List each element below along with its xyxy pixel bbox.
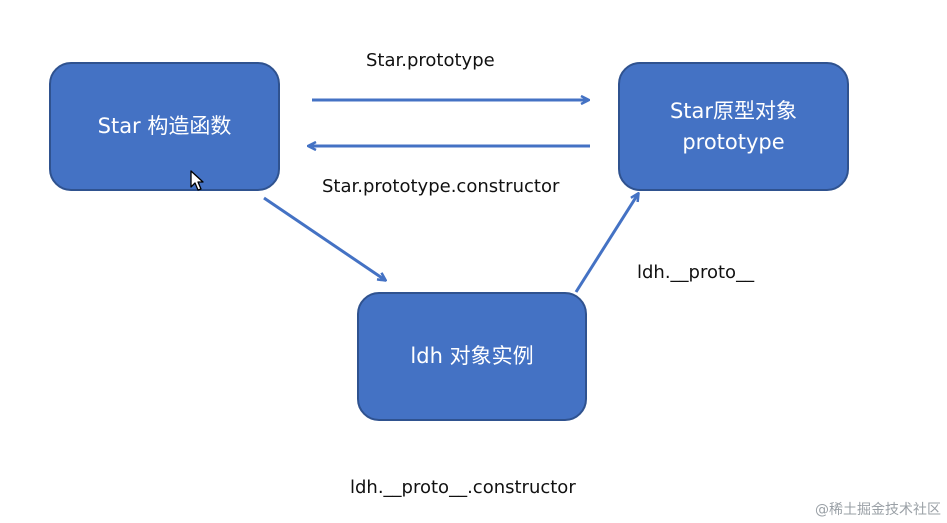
instance-node-label: ldh 对象实例 bbox=[410, 344, 534, 368]
watermark: @稀土掘金技术社区 bbox=[815, 502, 941, 518]
constructor-node: Star 构造函数 bbox=[49, 62, 280, 191]
edge-label-ldh-proto-constructor: ldh.__proto__.constructor bbox=[350, 477, 576, 498]
prototype-node-title: Star原型对象 bbox=[669, 98, 798, 123]
constructor-node-label: Star 构造函数 bbox=[97, 114, 232, 138]
arrow-constructor-to-instance bbox=[263, 196, 385, 280]
prototype-node-subtitle: prototype bbox=[682, 129, 785, 154]
edge-label-star-prototype: Star.prototype bbox=[366, 50, 495, 71]
prototype-node: Star原型对象 prototype bbox=[618, 62, 849, 191]
edge-label-ldh-proto: ldh.__proto__ bbox=[637, 262, 755, 283]
mouse-pointer-icon bbox=[190, 170, 204, 191]
edge-label-star-prototype-constructor: Star.prototype.constructor bbox=[322, 176, 560, 197]
instance-node: ldh 对象实例 bbox=[357, 292, 587, 421]
arrow-instance-to-prototype bbox=[574, 194, 638, 293]
